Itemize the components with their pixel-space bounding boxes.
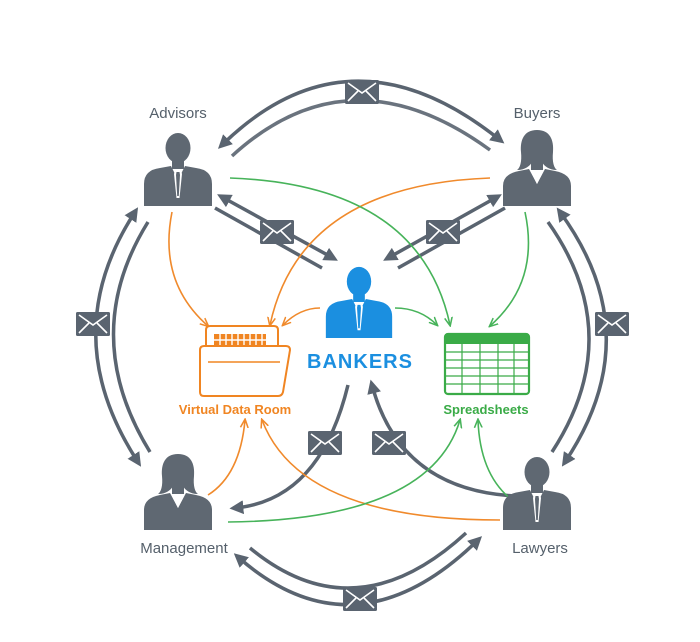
spreadsheets-label: Spreadsheets: [443, 402, 528, 417]
envelope-icon: [345, 80, 379, 104]
lawyers-node: Lawyers: [503, 457, 571, 557]
management-node: Management: [140, 454, 229, 557]
folder-icon: [199, 325, 291, 397]
arrow-lawyers-bankers: [367, 379, 516, 498]
flow-lawyers-spreadsheets: [478, 420, 513, 501]
envelope-icon: [426, 220, 460, 244]
bankers-label: BANKERS: [307, 351, 413, 373]
advisors-label: Advisors: [149, 105, 207, 122]
buyers-label: Buyers: [514, 105, 561, 122]
business-person-icon: [144, 454, 212, 530]
envelope-icon: [372, 431, 406, 455]
arrow-advisors-management: [94, 207, 142, 467]
flow-management-spreadsheets: [227, 420, 460, 523]
envelope-icon: [595, 312, 629, 336]
envelope-icon: [343, 587, 377, 611]
advisors-node: Advisors: [144, 105, 212, 206]
spreadsheet-flows: [227, 177, 530, 523]
flow-lawyers-data-room: [262, 420, 501, 521]
arrow-buyers-lawyers-inner: [546, 220, 591, 453]
business-person-icon: [503, 130, 571, 206]
flow-advisors-data-room: [168, 211, 208, 326]
flow-bankers-data-room: [283, 307, 321, 325]
spreadsheets: Spreadsheets: [443, 332, 531, 417]
buyers-node: Buyers: [503, 105, 571, 206]
business-person-icon: [144, 133, 212, 206]
flow-management-data-room: [207, 420, 245, 496]
arrow-advisors-management-inner: [111, 221, 152, 453]
flow-buyers-spreadsheets: [490, 211, 530, 326]
lawyers-label: Lawyers: [512, 540, 568, 557]
virtual-data-room: Virtual Data Room: [179, 325, 291, 417]
envelope-icon: [260, 220, 294, 244]
arrow-bankers-management: [229, 384, 350, 515]
business-person-icon: [503, 457, 571, 530]
spreadsheet-icon: [443, 332, 531, 396]
arrow-buyers-lawyers: [556, 207, 608, 467]
management-label: Management: [140, 540, 228, 557]
arrow-management-lawyers-inner: [248, 531, 468, 590]
flow-advisors-spreadsheets: [229, 177, 450, 325]
data-room-flows: [168, 177, 501, 521]
envelope-icon: [308, 431, 342, 455]
flow-bankers-spreadsheets: [394, 307, 437, 325]
business-person-icon: [325, 266, 393, 339]
envelope-icon: [76, 312, 110, 336]
flow-buyers-data-room: [270, 177, 491, 325]
bankers-node: BANKERS: [307, 266, 413, 373]
virtual-data-room-label: Virtual Data Room: [179, 402, 291, 417]
message-arrows: [94, 79, 608, 607]
